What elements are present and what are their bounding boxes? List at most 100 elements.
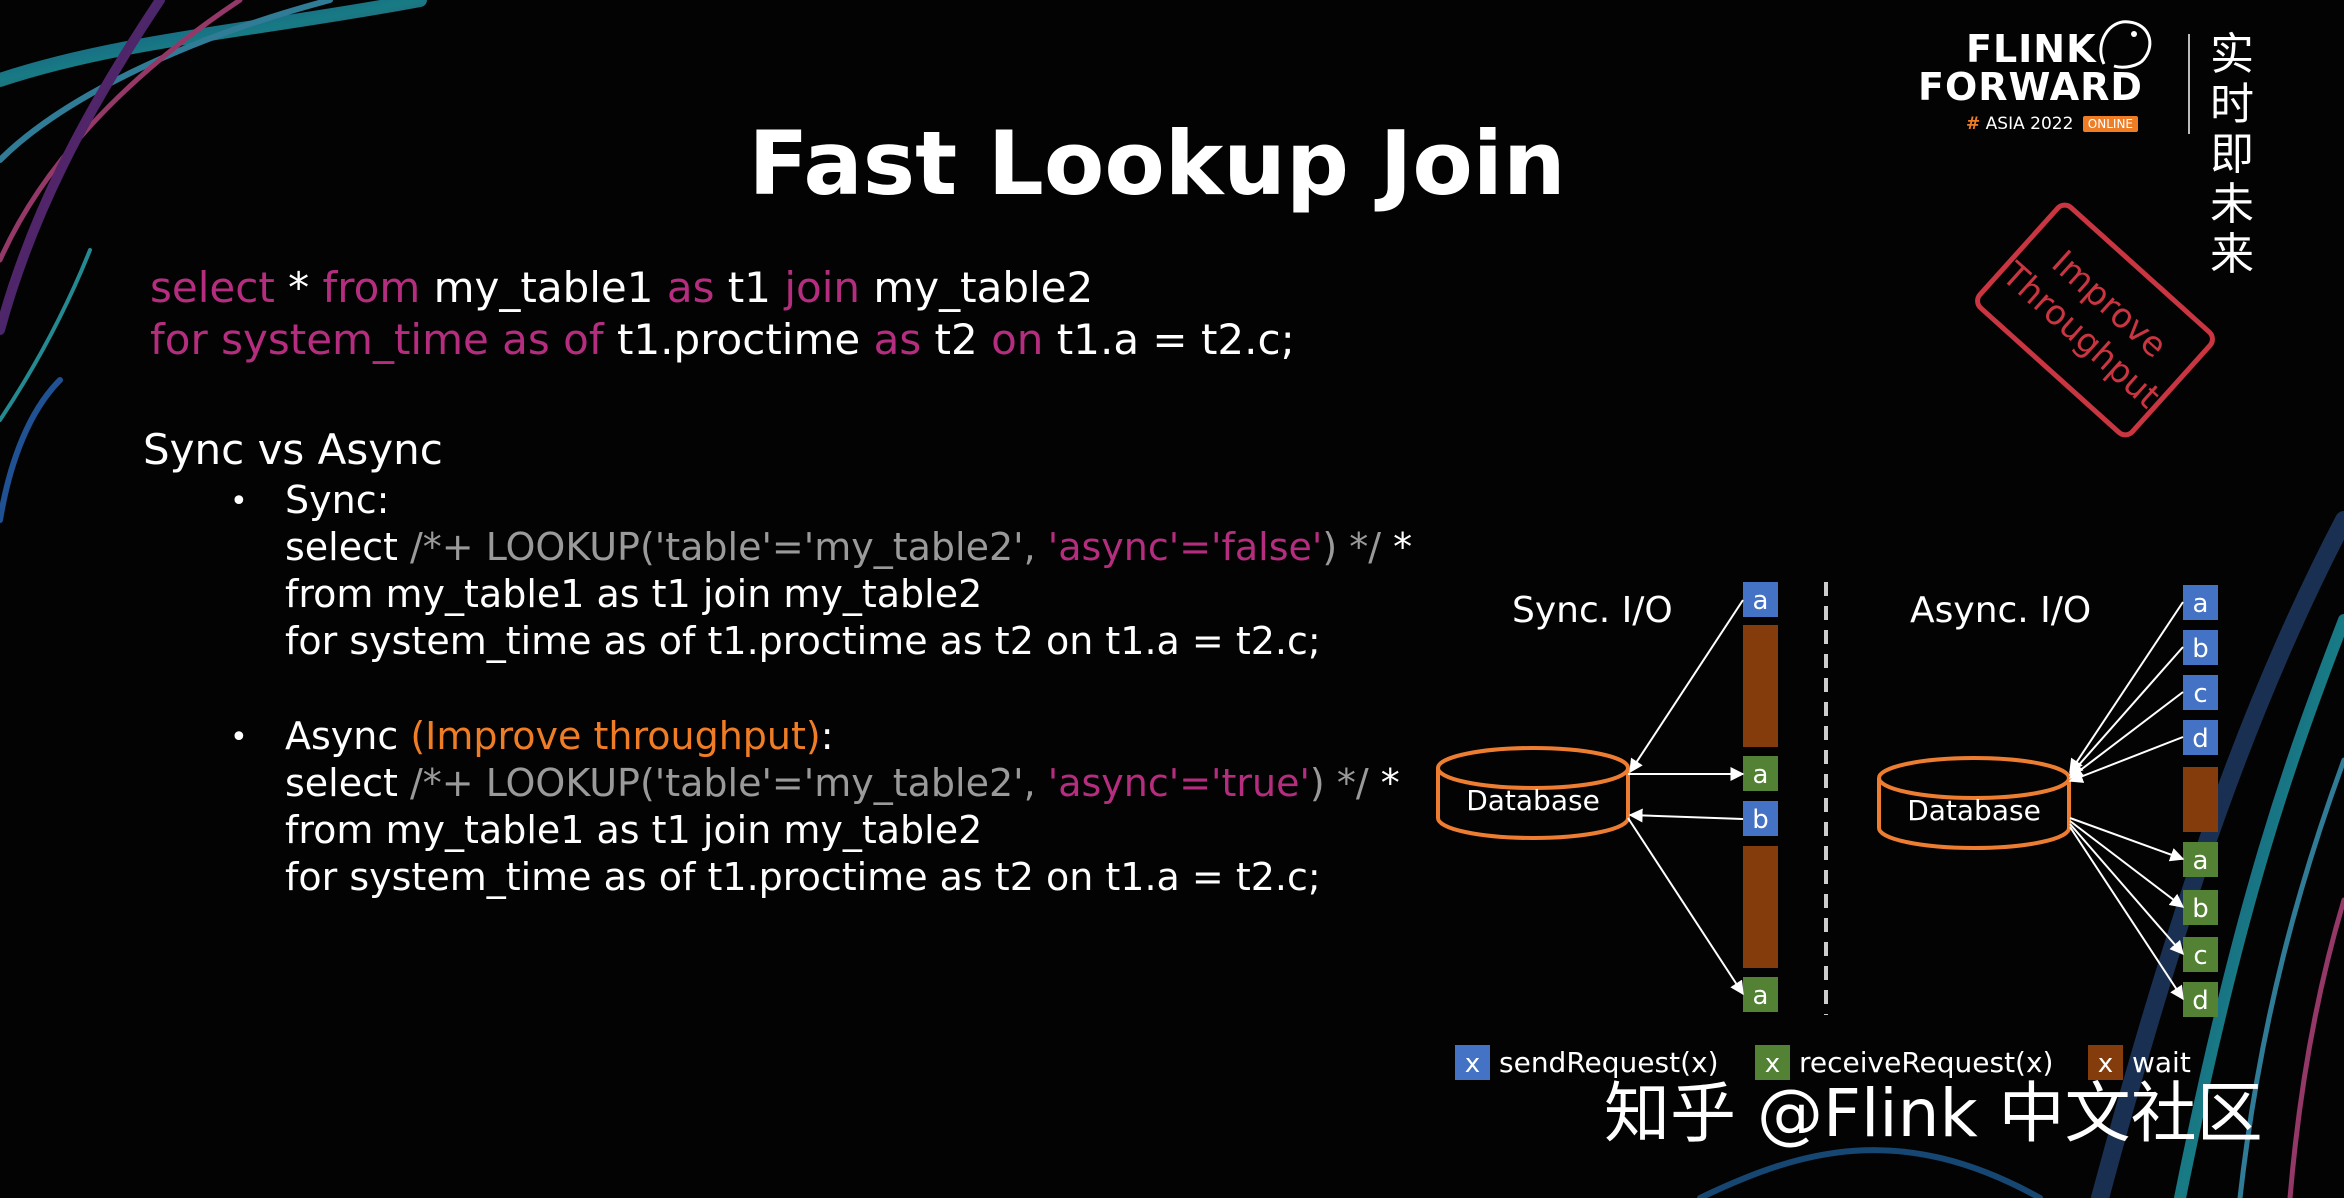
sql-keyword: from xyxy=(322,263,421,312)
async-item: Async (Improve throughput):select /*+ LO… xyxy=(285,713,1400,901)
sync-select-word: select xyxy=(285,525,410,569)
arrow-async-recv-2 xyxy=(2069,823,2184,956)
sync-wait-1 xyxy=(1743,625,1778,747)
sql-text: my_table2 xyxy=(860,263,1094,312)
brand-slogan: 实时即未来 xyxy=(2210,29,2256,280)
database-body xyxy=(1436,768,1630,840)
sql-text: t1.a = t2.c; xyxy=(1043,315,1295,364)
async-improve: (Improve throughput) xyxy=(410,714,821,758)
sync-hint-suffix: ) */ xyxy=(1322,525,1394,569)
sync-item: Sync:select /*+ LOOKUP('table'='my_table… xyxy=(285,477,1412,665)
watermark: 知乎 @Flink 中文社区 xyxy=(1604,1075,2263,1152)
sql-text: my_table1 xyxy=(420,263,667,312)
async-recv-b xyxy=(2183,890,2218,925)
async-label: Async xyxy=(285,714,411,758)
async-recv-c xyxy=(2183,937,2218,972)
sync-send-a-label: a xyxy=(1753,586,1769,616)
async-send-c xyxy=(2183,675,2218,710)
sync-recv-a xyxy=(1743,756,1778,791)
async-recv-d xyxy=(2183,982,2218,1017)
sync-send-b-label: b xyxy=(1752,805,1769,835)
arrow-async-recv-1 xyxy=(2069,820,2185,908)
database-body xyxy=(1877,778,2071,850)
sql-keyword: as xyxy=(873,315,922,364)
sql-text: t1.proctime xyxy=(603,315,874,364)
brand-event: # ASIA 2022 ONLINE xyxy=(1966,114,2139,134)
bullet-sync: • xyxy=(230,484,248,519)
async-send-b-label: b xyxy=(2192,634,2209,664)
legend-recv-swatch xyxy=(1755,1045,1790,1080)
sync-hint-async: 'async'='false' xyxy=(1047,525,1323,569)
arrow-sync-send-a xyxy=(1629,599,1744,774)
async-hint-async: 'async'='true' xyxy=(1047,761,1310,805)
arrow-async-send-0 xyxy=(2069,601,2184,774)
async-label-line: Async (Improve throughput): xyxy=(285,713,1400,760)
sync-star: * xyxy=(1393,525,1413,569)
legend-wait-swatch xyxy=(2088,1045,2123,1080)
sync-from-line: from my_table1 as t1 join my_table2 xyxy=(285,572,983,616)
sync-hint-prefix: /*+ LOOKUP('table'='my_table2', xyxy=(409,525,1048,569)
sync-database: Database xyxy=(1436,746,1630,840)
async-select-word: select xyxy=(285,761,410,805)
async-colon: : xyxy=(820,714,834,758)
legend-recv-text: receiveRequest(x) xyxy=(1799,1046,2053,1079)
sync-send-a xyxy=(1743,582,1778,617)
arrow-async-send-3 xyxy=(2068,736,2184,783)
async-database: Database xyxy=(1877,756,2071,850)
bullet-async: • xyxy=(230,720,248,755)
async-send-d xyxy=(2183,720,2218,755)
sql-keyword: for system_time as of xyxy=(150,315,604,364)
async-for-line: for system_time as of t1.proctime as t2 … xyxy=(285,855,1321,899)
sync-select-line: select /*+ LOOKUP('table'='my_table2', '… xyxy=(285,524,1412,571)
brand-forward: FORWARD xyxy=(1918,65,2143,109)
legend-send-swatch xyxy=(1455,1045,1490,1080)
sync-recv-b-label: a xyxy=(1753,981,1769,1011)
section-heading: Sync vs Async xyxy=(143,425,443,474)
sql-text: t2 xyxy=(921,315,992,364)
sql-keyword: on xyxy=(991,315,1044,364)
legend-send-text: sendRequest(x) xyxy=(1499,1046,1719,1079)
async-send-b xyxy=(2183,630,2218,665)
async-send-a-label: a xyxy=(2193,589,2209,619)
async-send-a xyxy=(2183,585,2218,620)
async-hint-suffix: ) */ xyxy=(1309,761,1381,805)
sync-recv-b xyxy=(1743,977,1778,1012)
async-star: * xyxy=(1380,761,1400,805)
brand-divider xyxy=(2188,34,2190,134)
arrow-sync-recv-b xyxy=(1627,817,1744,996)
legend-send-key: x xyxy=(1465,1049,1480,1079)
async-hint-prefix: /*+ LOOKUP('table'='my_table2', xyxy=(409,761,1048,805)
brand-hash: # xyxy=(1966,114,1981,134)
brand-logo: FLINK FORWARD # ASIA 2022 ONLINE 实时即未来 xyxy=(1918,20,2318,280)
sql-text: t1 xyxy=(714,263,785,312)
sql-keyword: select xyxy=(150,263,275,312)
sql-keyword: as xyxy=(666,263,715,312)
async-recv-a-label: a xyxy=(2193,846,2209,876)
main-sql: select * from my_table1 as t1 join my_ta… xyxy=(150,262,1295,366)
async-from-line: from my_table1 as t1 join my_table2 xyxy=(285,808,983,852)
sql-text: * xyxy=(274,263,323,312)
slide-title: Fast Lookup Join xyxy=(748,112,1566,215)
arrow-async-send-2 xyxy=(2068,691,2184,779)
sync-for-line: for system_time as of t1.proctime as t2 … xyxy=(285,619,1321,663)
online-badge: ONLINE xyxy=(2082,116,2139,132)
sync-send-b xyxy=(1743,801,1778,836)
request-arrows xyxy=(1627,599,2185,1001)
async-recv-a xyxy=(2183,842,2218,877)
brand-flink: FLINK xyxy=(1966,27,2097,71)
arrow-async-recv-0 xyxy=(2069,817,2185,862)
squirrel-icon xyxy=(2099,20,2152,69)
brand-event-name: ASIA 2022 xyxy=(1985,114,2074,134)
database-top xyxy=(1436,746,1630,790)
sync-recv-a-label: a xyxy=(1753,760,1769,790)
async-send-c-label: c xyxy=(2193,679,2207,709)
async-recv-c-label: c xyxy=(2193,941,2207,971)
sql-keyword: join xyxy=(784,263,860,312)
legend-wait-key: x xyxy=(2098,1049,2113,1079)
async-io-title: Async. I/O xyxy=(1910,590,2092,631)
sql-line-1: select * from my_table1 as t1 join my_ta… xyxy=(150,262,1295,314)
